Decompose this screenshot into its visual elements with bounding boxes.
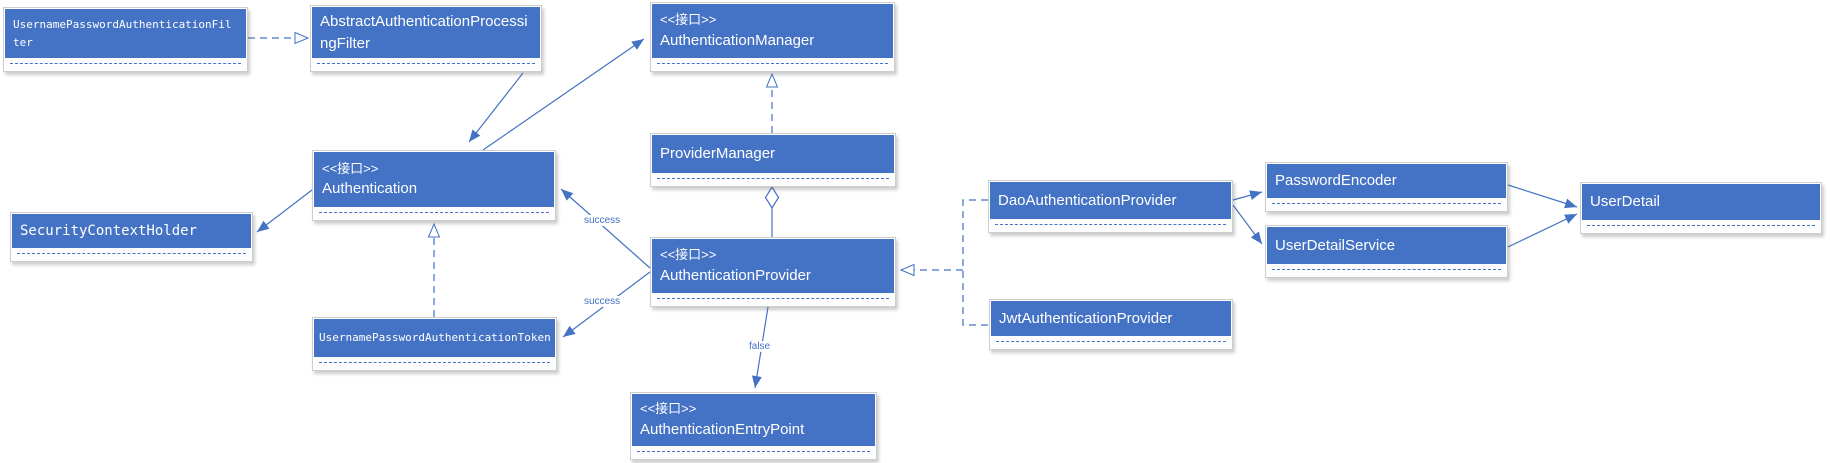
class-name: UsernamePasswordAuthenticationToken <box>319 331 551 345</box>
interface-stereotype: <<接口>> <box>322 160 379 176</box>
node-password-encoder[interactable]: PasswordEncoder <box>1265 162 1508 212</box>
interface-stereotype: <<接口>> <box>640 401 697 417</box>
edge-success-to-authentication <box>560 188 651 269</box>
node-authentication-provider[interactable]: <<接口>> AuthenticationProvider <box>650 237 896 307</box>
members-compartment <box>1582 220 1820 232</box>
members-compartment <box>652 173 894 185</box>
members-compartment <box>12 248 251 260</box>
edge-providers-bus <box>962 199 989 326</box>
interface-stereotype: <<接口>> <box>660 12 717 28</box>
interface-stereotype: <<接口>> <box>660 247 717 263</box>
class-name: SecurityContextHolder <box>20 222 198 239</box>
node-user-detail[interactable]: UserDetail <box>1580 182 1822 234</box>
edge-label-success-top: success <box>583 215 622 226</box>
class-name: JwtAuthenticationProvider <box>999 309 1173 327</box>
node-dao-authentication-provider[interactable]: DaoAuthenticationProvider <box>988 180 1233 233</box>
members-compartment <box>1267 198 1506 210</box>
members-compartment <box>652 58 893 70</box>
members-compartment <box>991 336 1231 348</box>
class-name: UserDetail <box>1590 193 1661 211</box>
edge-passwordencoder-to-userdetail <box>1507 184 1578 209</box>
edge-dao-to-passwordencoder <box>1232 190 1263 201</box>
node-security-context-holder[interactable]: SecurityContextHolder <box>10 212 253 262</box>
members-compartment <box>5 58 246 70</box>
class-name: AuthenticationProvider <box>660 266 811 284</box>
node-username-password-authentication-token[interactable]: UsernamePasswordAuthenticationToken <box>312 317 557 371</box>
members-compartment <box>1267 264 1506 276</box>
class-name: UserDetailService <box>1275 236 1396 254</box>
edge-label-false: false <box>748 341 772 352</box>
edge-userdetailservice-to-userdetail <box>1507 213 1578 248</box>
node-username-password-authentication-filter[interactable]: UsernamePasswordAuthenticationFilter <box>3 7 248 72</box>
class-name: ProviderManager <box>660 145 776 163</box>
class-name: DaoAuthenticationProvider <box>998 191 1177 209</box>
node-abstract-authentication-processing-filter[interactable]: AbstractAuthenticationProcessingFilter <box>310 5 542 72</box>
class-name: Authentication <box>322 180 418 198</box>
edge-to-securitycontextholder <box>256 189 313 233</box>
node-authentication-manager[interactable]: <<接口>> AuthenticationManager <box>650 2 895 72</box>
node-provider-manager[interactable]: ProviderManager <box>650 133 896 187</box>
node-authentication[interactable]: <<接口>> Authentication <box>312 150 556 221</box>
edge-filter-to-authentication <box>468 72 524 143</box>
members-compartment <box>990 219 1231 231</box>
edge-label-success-bottom: success <box>583 296 622 307</box>
class-name: AuthenticationEntryPoint <box>640 420 805 438</box>
class-name: AuthenticationManager <box>660 31 815 49</box>
members-compartment <box>652 293 894 305</box>
aggregation-diamond <box>764 185 780 210</box>
members-compartment <box>314 207 554 219</box>
node-user-detail-service[interactable]: UserDetailService <box>1265 225 1508 278</box>
class-name: AbstractAuthenticationProcessingFilter <box>320 12 528 52</box>
node-jwt-authentication-provider[interactable]: JwtAuthenticationProvider <box>989 299 1233 350</box>
members-compartment <box>314 357 555 369</box>
members-compartment <box>312 58 540 70</box>
edge-dao-to-userdetailservice <box>1232 204 1263 245</box>
class-name: PasswordEncoder <box>1275 172 1397 190</box>
members-compartment <box>632 446 875 458</box>
node-authentication-entry-point[interactable]: <<接口>> AuthenticationEntryPoint <box>630 392 877 460</box>
class-name: UsernamePasswordAuthenticationFilter <box>13 17 232 49</box>
